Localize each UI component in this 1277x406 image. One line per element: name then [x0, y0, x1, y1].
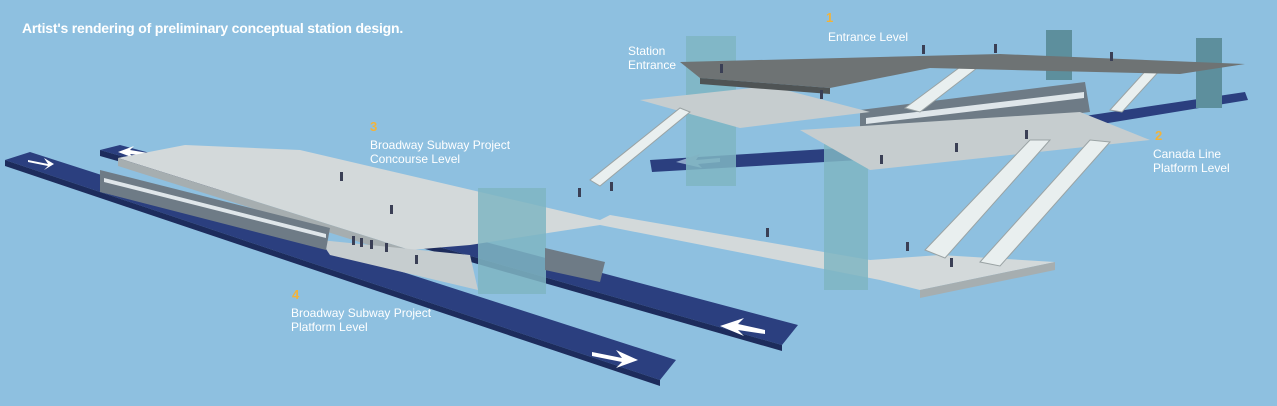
escalators	[589, 55, 1163, 267]
canada-line-platform-level	[640, 86, 1150, 170]
canada-line-train-windows	[866, 92, 1084, 124]
canada-line-number: 2	[1155, 128, 1163, 143]
concourse-deck-top	[118, 145, 1055, 290]
label-line: Broadway Subway Project	[291, 306, 432, 320]
track-front-side	[5, 160, 660, 386]
bsp-platform-deck	[320, 240, 478, 290]
label-line: Entrance	[628, 58, 677, 72]
label-line: Platform Level	[1153, 161, 1230, 175]
bsp-train-far	[545, 248, 605, 282]
elevator-shaft	[478, 188, 546, 294]
entrance-level	[680, 54, 1245, 94]
arrow-right-icon	[592, 350, 638, 368]
track-canada	[650, 92, 1248, 172]
arrow-right-icon	[28, 158, 54, 170]
label-line: Concourse Level	[370, 152, 461, 166]
station-entrance-label: Station Entrance	[628, 44, 676, 72]
image-caption: Artist's rendering of preliminary concep…	[22, 20, 404, 36]
bsp-platform-label: Broadway Subway Project Platform Level	[291, 306, 431, 334]
concourse-label: Broadway Subway Project Concourse Level	[370, 138, 510, 166]
entrance-level-label: Entrance Level	[828, 30, 909, 44]
elevator-shaft	[1046, 30, 1072, 80]
mezzanine-deck	[640, 86, 870, 128]
entrance-deck-top	[680, 54, 1245, 88]
escalator	[924, 139, 1052, 259]
label-line: Platform Level	[291, 320, 368, 334]
connector-side	[920, 262, 1055, 298]
canada-line-label: Canada Line Platform Level	[1153, 147, 1230, 175]
label-line: Station	[628, 44, 666, 58]
people	[340, 44, 1113, 267]
bsp-train-windows	[104, 178, 326, 238]
label-line: Canada Line	[1153, 147, 1222, 161]
entrance-level-number: 1	[826, 10, 834, 25]
concourse-number: 3	[370, 119, 378, 134]
label-line: Broadway Subway Project	[370, 138, 511, 152]
canada-platform-deck	[800, 112, 1150, 170]
concourse-deck-side	[118, 158, 410, 258]
entrance-deck-side	[700, 78, 830, 94]
escalator	[979, 139, 1112, 267]
bsp-concourse-level	[118, 145, 1055, 298]
escalator	[589, 107, 691, 187]
bsp-platform-number: 4	[292, 287, 300, 302]
elevator-shaft	[1196, 38, 1222, 108]
arrow-left-icon	[720, 318, 765, 336]
